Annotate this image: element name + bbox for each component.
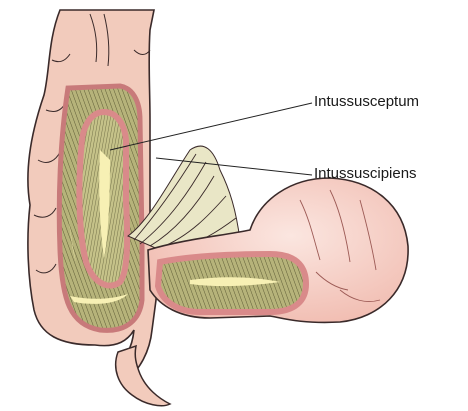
label-intussuscipiens: Intussuscipiens [314,165,417,182]
label-intussusceptum: Intussusceptum [314,93,419,110]
